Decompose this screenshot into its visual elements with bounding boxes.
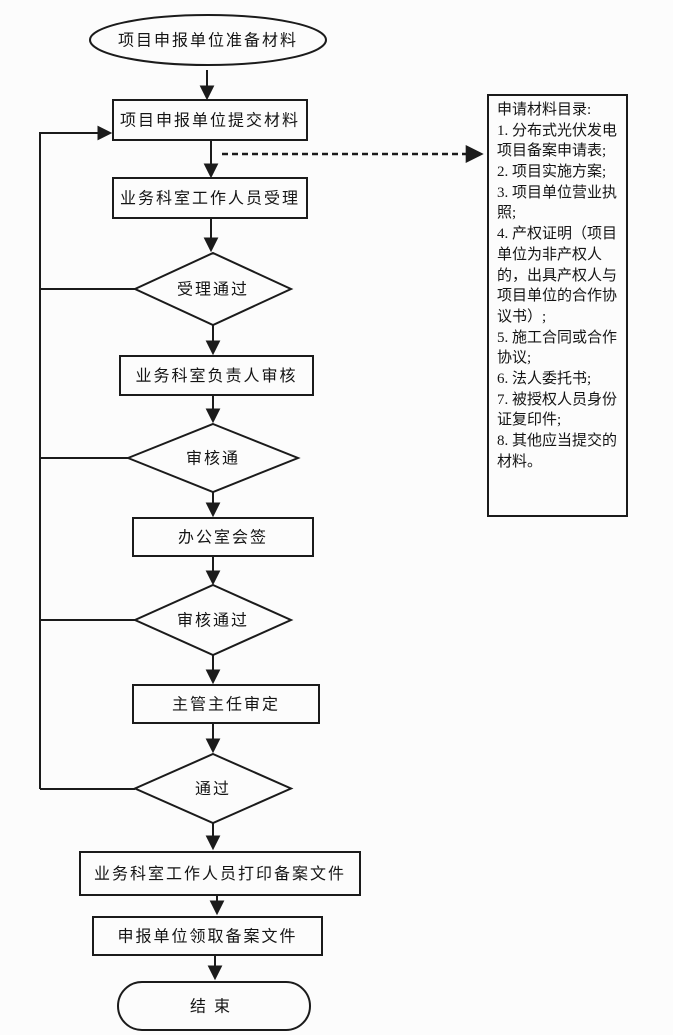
- edges-layer: [39, 70, 484, 981]
- node-start: 项目申报单位准备材料: [89, 14, 327, 66]
- end-label: 结束: [190, 998, 238, 1016]
- countersign-shape: [132, 517, 314, 557]
- node-accept-pass: 受理通过: [132, 251, 294, 327]
- countersign-pass-label: 审核通过: [177, 612, 249, 630]
- materials-item: 5. 施工合同或合作协议;: [497, 329, 618, 367]
- end-shape: [117, 981, 311, 1031]
- director-approve-label: 主管主任审定: [172, 696, 280, 714]
- node-submit: 项目申报单位提交材料: [112, 99, 308, 141]
- materials-item: 2. 项目实施方案;: [497, 164, 607, 181]
- submit-shape: [112, 99, 308, 141]
- staff-accept-label: 业务科室工作人员受理: [120, 190, 300, 208]
- node-countersign-pass: 审核通过: [132, 583, 294, 657]
- start-shape: [89, 14, 327, 66]
- node-print-file: 业务科室工作人员打印备案文件: [79, 851, 361, 896]
- materials-items: 1. 分布式光伏发电项目备案申请表; 2. 项目实施方案; 3. 项目单位营业执照;…: [497, 121, 622, 473]
- collect-file-label: 申报单位领取备案文件: [117, 928, 297, 946]
- director-approve-shape: [132, 684, 320, 724]
- materials-item: 8. 其他应当提交的材料。: [497, 433, 618, 470]
- materials-item: 7. 被授权人员身份证复印件;: [497, 391, 618, 429]
- node-approve-pass: 通过: [132, 752, 294, 825]
- node-countersign: 办公室会签: [132, 517, 314, 557]
- accept-pass-shape: [132, 251, 294, 327]
- approve-pass-shape: [132, 752, 294, 825]
- node-director-approve: 主管主任审定: [132, 684, 320, 724]
- countersign-label: 办公室会签: [178, 529, 268, 547]
- head-review-shape: [119, 355, 314, 396]
- start-label: 项目申报单位准备材料: [118, 32, 298, 50]
- materials-title: 申请材料目录:: [497, 102, 592, 118]
- feedback-accept-pass-to-submit: [39, 125, 135, 290]
- print-file-label: 业务科室工作人员打印备案文件: [94, 865, 346, 883]
- node-collect-file: 申报单位领取备案文件: [92, 916, 323, 956]
- materials-item: 1. 分布式光伏发电项目备案申请表;: [497, 122, 618, 160]
- countersign-pass-shape: [132, 583, 294, 657]
- review-pass-label: 审核通: [186, 450, 240, 468]
- head-review-label: 业务科室负责人审核: [135, 367, 297, 385]
- materials-item: 4. 产权证明（项目单位为非产权人的，出具产权人与项目单位的合作协议书）;: [497, 226, 618, 325]
- node-end: 结束: [117, 981, 311, 1031]
- collect-file-shape: [92, 916, 323, 956]
- node-head-review: 业务科室负责人审核: [119, 355, 314, 396]
- node-staff-accept: 业务科室工作人员受理: [112, 177, 308, 219]
- materials-item: 6. 法人委托书;: [497, 370, 592, 387]
- staff-accept-shape: [112, 177, 308, 219]
- accept-pass-label: 受理通过: [177, 281, 249, 299]
- approve-pass-label: 通过: [195, 780, 231, 798]
- print-file-shape: [79, 851, 361, 896]
- materials-list-box: 申请材料目录: 1. 分布式光伏发电项目备案申请表; 2. 项目实施方案; 3. 项…: [487, 94, 628, 517]
- submit-label: 项目申报单位提交材料: [120, 112, 300, 130]
- review-pass-shape: [125, 422, 301, 494]
- nodes-layer: 项目申报单位准备材料项目申报单位提交材料业务科室工作人员受理受理通过业务科室负责…: [79, 14, 361, 1031]
- node-review-pass: 审核通: [125, 422, 301, 494]
- materials-item: 3. 项目单位营业执照;: [497, 184, 618, 222]
